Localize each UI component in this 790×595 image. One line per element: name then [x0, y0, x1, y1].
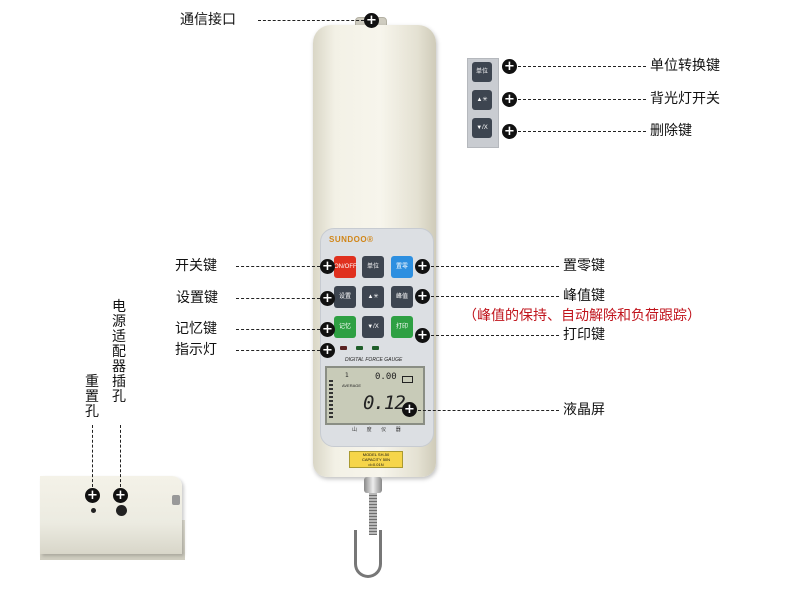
label-peak-key: 峰值键 — [563, 288, 605, 304]
backlight-key[interactable]: ▲✳ — [362, 286, 384, 308]
label-lcd: 液晶屏 — [563, 402, 605, 418]
leader-lcd — [418, 410, 559, 411]
label-memory-key: 记忆键 — [175, 321, 217, 337]
plus-marker-icon: + — [320, 322, 335, 337]
leader-adapter — [120, 425, 121, 487]
brand-logo: SUNDOO® — [329, 235, 374, 244]
leader-port — [258, 20, 364, 21]
plus-marker-icon: + — [320, 291, 335, 306]
plus-marker-icon: + — [320, 343, 335, 358]
lcd-bar-indicator — [329, 380, 333, 418]
label-indicator: 指示灯 — [175, 342, 217, 358]
battery-icon — [402, 376, 413, 383]
plus-marker-icon: + — [364, 13, 379, 28]
label-print-key: 打印键 — [563, 327, 605, 343]
label-backlight-key: 背光灯开关 — [650, 91, 720, 107]
plus-marker-icon: + — [502, 92, 517, 107]
model-plate: MODEL SH-50 CAPACITY 50N d=0.01N — [349, 451, 403, 468]
indicator-led-green — [356, 346, 363, 350]
leader-backlight — [518, 99, 646, 100]
reset-hole — [91, 508, 96, 513]
plus-marker-icon: + — [113, 488, 128, 503]
plus-marker-icon: + — [502, 124, 517, 139]
capacity-line: CAPACITY 50N — [361, 457, 391, 462]
adapter-jack — [116, 505, 127, 516]
leader-delete — [518, 131, 646, 132]
lcd-title: DIGITAL FORCE GAUGE — [345, 357, 403, 363]
plus-marker-icon: + — [502, 59, 517, 74]
lcd-main-reading: 0.12 — [363, 392, 406, 414]
leader-zero — [431, 266, 559, 267]
leader-memory — [236, 329, 320, 330]
label-delete-key: 删除键 — [650, 123, 692, 139]
side-delete-key[interactable]: ▼/X — [472, 118, 492, 138]
label-zero-key: 置零键 — [563, 258, 605, 274]
plus-marker-icon: + — [415, 328, 430, 343]
lcd-memory-number: 1 — [345, 372, 349, 379]
leader-unit — [518, 66, 646, 67]
hook-connector — [364, 477, 382, 493]
plus-marker-icon: + — [85, 488, 100, 503]
memory-key[interactable]: 记忆 — [334, 316, 356, 338]
lcd-small-reading: 0.00 — [375, 372, 397, 382]
plus-marker-icon: + — [415, 289, 430, 304]
unit-key[interactable]: 单位 — [362, 256, 384, 278]
peak-key[interactable]: 峰值 — [391, 286, 413, 308]
leader-indicator — [236, 350, 320, 351]
leader-setting — [236, 298, 320, 299]
leader-peak — [431, 296, 559, 297]
label-adapter-hole: 电源适配器插孔 — [112, 299, 126, 405]
label-peak-note: （峰值的保持、自动解除和负荷跟踪） — [463, 308, 701, 324]
indicator-led-green-2 — [372, 346, 379, 350]
print-key[interactable]: 打印 — [391, 316, 413, 338]
lcd-average-label: AVERAGE — [342, 383, 362, 388]
leader-power — [236, 266, 320, 267]
plus-marker-icon: + — [402, 402, 417, 417]
label-power-key: 开关键 — [175, 258, 217, 274]
leader-reset — [92, 425, 93, 487]
label-reset-hole: 重置孔 — [85, 374, 99, 420]
label-setting-key: 设置键 — [176, 290, 218, 306]
label-port: 通信接口 — [180, 12, 236, 28]
hook-thread — [369, 493, 377, 535]
bottom-device-view — [40, 476, 182, 554]
maker-name: 山 度 仪 器 — [352, 427, 405, 433]
hook-icon — [354, 530, 382, 578]
resolution-line: d=0.01N — [368, 462, 384, 467]
delete-key[interactable]: ▼/X — [362, 316, 384, 338]
power-key[interactable]: ON/OFF — [334, 256, 357, 278]
plus-marker-icon: + — [415, 259, 430, 274]
screw-icon — [172, 495, 180, 505]
model-line: MODEL SH-50 — [362, 452, 390, 457]
indicator-led-red — [340, 346, 347, 350]
side-backlight-key[interactable]: ▲✳ — [472, 90, 492, 110]
side-unit-key[interactable]: 单位 — [472, 62, 492, 82]
label-unit-key: 单位转换键 — [650, 58, 720, 74]
zero-key[interactable]: 置零 — [391, 256, 413, 278]
plus-marker-icon: + — [320, 259, 335, 274]
setting-key[interactable]: 设置 — [334, 286, 356, 308]
leader-print — [431, 335, 559, 336]
